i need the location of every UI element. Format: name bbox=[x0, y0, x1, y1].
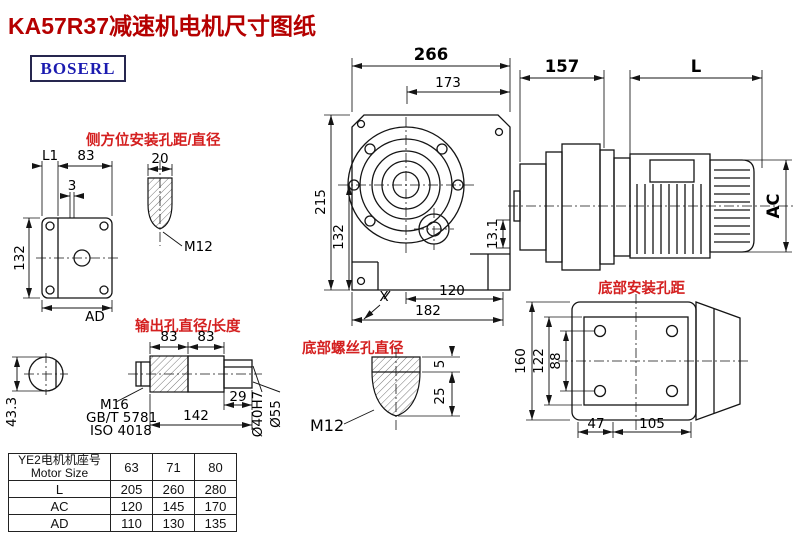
table-row-AC: AC 120 145 170 bbox=[8, 497, 237, 515]
dim-main-120: 120 bbox=[439, 283, 465, 299]
brand-logo: BOSERL bbox=[30, 55, 126, 82]
dim-bottom-47: 47 bbox=[587, 416, 604, 432]
output-shaft-detail: 输出孔直径/长度 43.3 83 83 bbox=[4, 317, 284, 439]
dim-out-d40H7: Ø40H7 bbox=[250, 391, 266, 438]
dim-main-266: 266 bbox=[414, 45, 448, 64]
table-row-label: L bbox=[8, 480, 111, 498]
dim-bscrew-M12: M12 bbox=[310, 416, 344, 435]
dim-bottom-88: 88 bbox=[548, 352, 564, 369]
dim-bottom-160: 160 bbox=[513, 348, 529, 374]
dim-bottom-122: 122 bbox=[531, 348, 547, 374]
side-mount-pin-detail: 侧方位安装孔距/直径 20 M12 bbox=[86, 131, 221, 255]
dim-out-29: 29 bbox=[229, 389, 246, 405]
page-title: KA57R37减速机电机尺寸图纸 bbox=[8, 13, 316, 39]
table-cell: 260 bbox=[152, 480, 195, 498]
bottom-view: 底部安装孔距 bbox=[558, 279, 748, 430]
table-size-col-1: 63 bbox=[110, 453, 153, 481]
dim-motor-157: 157 bbox=[545, 57, 579, 76]
table-size-col-3: 80 bbox=[194, 453, 237, 481]
table-cell: 205 bbox=[110, 480, 153, 498]
dim-out-83b: 83 bbox=[197, 329, 214, 345]
motor-size-table: YE2电机机座号 Motor Size 63 71 80 L 205 260 2… bbox=[8, 453, 237, 532]
label-bottom-mount: 底部安装孔距 bbox=[598, 279, 685, 297]
dim-side-L1: L1 bbox=[42, 148, 58, 164]
table-cell: 170 bbox=[194, 497, 237, 515]
label-output-hole: 输出孔直径/长度 bbox=[135, 317, 241, 335]
table-cell: 110 bbox=[110, 514, 153, 532]
dim-main-182: 182 bbox=[415, 303, 441, 319]
dim-main-215: 215 bbox=[313, 189, 329, 215]
table-size-col-2: 71 bbox=[152, 453, 195, 481]
table-cell: 280 bbox=[194, 480, 237, 498]
dim-pin-20: 20 bbox=[151, 151, 168, 167]
label-bottom-screw: 底部螺丝孔直径 bbox=[302, 339, 404, 357]
dim-out-43-3: 43.3 bbox=[4, 397, 20, 427]
left-side-dimensions: L1 83 3 132 AD bbox=[12, 148, 113, 325]
dim-out-iso-standard: ISO 4018 bbox=[90, 423, 152, 439]
table-cell: 130 bbox=[152, 514, 195, 532]
dim-side-83: 83 bbox=[77, 148, 94, 164]
table-cell: 145 bbox=[152, 497, 195, 515]
table-row-L: L 205 260 280 bbox=[8, 480, 237, 498]
table-header-cell: YE2电机机座号 Motor Size bbox=[8, 453, 111, 481]
dim-out-M16: M16 bbox=[100, 397, 129, 413]
dim-main-13-1: 13.1 bbox=[485, 219, 501, 249]
front-view bbox=[338, 114, 511, 300]
dim-pin-M12: M12 bbox=[184, 239, 213, 255]
dim-out-gb-standard: GB/T 5781 bbox=[86, 410, 157, 426]
dim-out-142: 142 bbox=[183, 408, 209, 424]
dim-bottom-105: 105 bbox=[639, 416, 665, 432]
dim-side-AD: AD bbox=[85, 309, 105, 325]
table-header-en: Motor Size bbox=[30, 466, 89, 480]
dim-motor-AC: AC bbox=[764, 194, 783, 219]
table-row-label: AD bbox=[8, 514, 111, 532]
dim-main-173: 173 bbox=[435, 75, 461, 91]
dim-side-3: 3 bbox=[68, 178, 77, 194]
dim-motor-L: L bbox=[691, 57, 702, 76]
side-motor-dimensions: 157 L AC bbox=[519, 57, 792, 253]
table-cell: 135 bbox=[194, 514, 237, 532]
bottom-screw-detail: 底部螺丝孔直径 M12 5 25 bbox=[302, 339, 460, 435]
table-header-row: YE2电机机座号 Motor Size 63 71 80 bbox=[8, 453, 237, 481]
dim-bscrew-5: 5 bbox=[432, 360, 448, 369]
table-cell: 120 bbox=[110, 497, 153, 515]
label-side-mount: 侧方位安装孔距/直径 bbox=[86, 131, 221, 149]
front-view-dimensions: 266 173 215 132 13.1 120 bbox=[313, 45, 511, 326]
dim-main-132: 132 bbox=[331, 224, 347, 250]
detail-ref-x: X bbox=[379, 289, 388, 305]
left-side-view bbox=[36, 217, 118, 299]
table-header-cn: YE2电机机座号 bbox=[18, 453, 101, 467]
dim-bscrew-25: 25 bbox=[432, 387, 448, 404]
table-row-label: AC bbox=[8, 497, 111, 515]
side-motor-view bbox=[508, 143, 795, 271]
dim-side-132: 132 bbox=[12, 245, 28, 271]
dim-out-d55: Ø55 bbox=[268, 400, 284, 428]
dim-out-83a: 83 bbox=[160, 329, 177, 345]
bottom-view-dimensions: 160 122 88 47 105 bbox=[513, 301, 692, 438]
table-row-AD: AD 110 130 135 bbox=[8, 514, 237, 532]
